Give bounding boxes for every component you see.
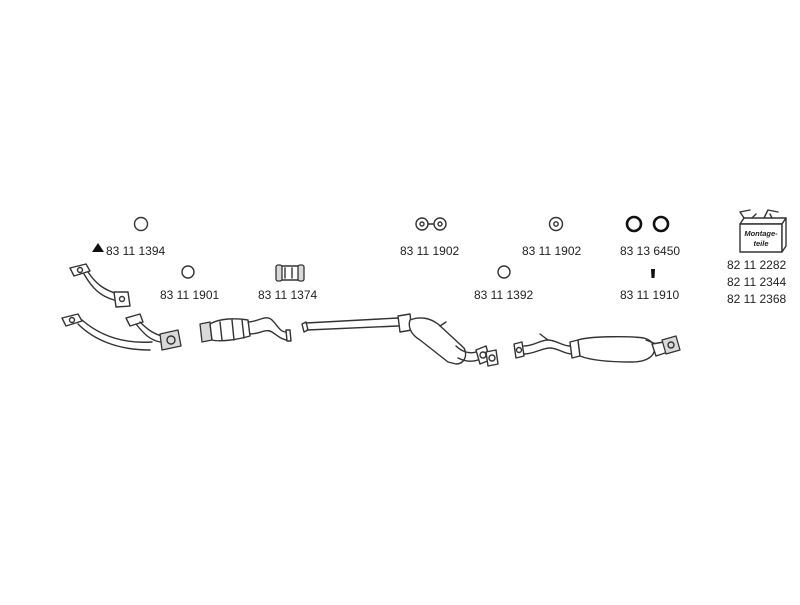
clamp-icon — [275, 264, 305, 282]
part-number-hanger-a: 83 11 1902 — [400, 244, 460, 258]
ring-icon-1901 — [181, 265, 195, 279]
part-number-rings-pair: 83 13 6450 — [620, 244, 681, 258]
center-muffler-section — [301, 313, 499, 367]
part-number-front-pipe: 83 11 1394 — [106, 244, 166, 258]
mounting-kit-box-label-2: teile — [753, 239, 768, 248]
ring-icon-front — [133, 216, 149, 232]
double-hanger-icon-a — [415, 217, 447, 231]
part-number-hanger-b: 83 11 1902 — [522, 244, 582, 258]
mounting-kit-number-2: 82 11 2344 — [727, 275, 787, 289]
mounting-kit-box-label-1: Montage- — [744, 229, 778, 238]
mounting-kit-number-1: 82 11 2282 — [727, 258, 787, 272]
part-number-ring-b: 83 11 1392 — [474, 288, 534, 302]
ring-icon-1392 — [497, 265, 511, 279]
part-number-bolt: 83 11 1910 — [620, 288, 680, 302]
part-number-clamp: 83 11 1374 — [258, 288, 318, 302]
mounting-kit-number-3: 82 11 2368 — [727, 292, 787, 306]
rear-muffler-section — [513, 333, 681, 363]
mounting-kit-box-icon: Montage- teile — [739, 209, 787, 253]
catalytic-converter — [199, 317, 292, 343]
triangle-marker-icon — [92, 243, 104, 252]
front-pipe-upper — [69, 263, 131, 308]
ring-pair-icon — [625, 215, 670, 233]
front-pipe-lower — [61, 313, 182, 351]
part-number-ring-a: 83 11 1901 — [160, 288, 220, 302]
double-hanger-icon-b — [548, 216, 564, 232]
bolt-icon — [651, 269, 655, 278]
